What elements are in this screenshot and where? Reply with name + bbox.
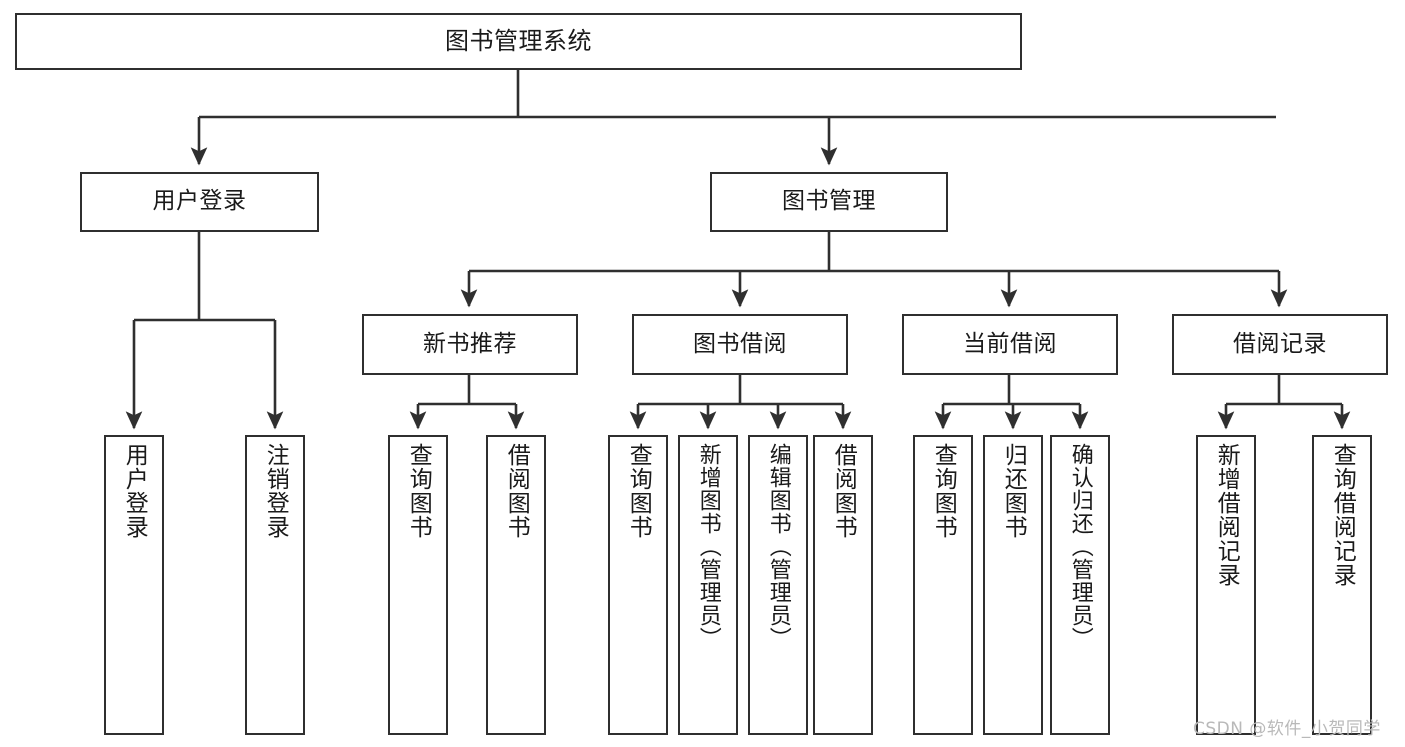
node-label: 新增借阅记录 (1213, 443, 1240, 587)
node-label: 用户登录 (152, 188, 247, 215)
node-label: 注销登录 (262, 443, 289, 539)
leaf-current-return-book[interactable]: 归还图书 (983, 435, 1043, 735)
node-book-management[interactable]: 图书管理 (710, 172, 948, 232)
node-current-borrowing[interactable]: 当前借阅 (902, 314, 1118, 375)
node-book-borrowing[interactable]: 图书借阅 (632, 314, 848, 375)
leaf-user-login-logout[interactable]: 注销登录 (245, 435, 305, 735)
node-label: 图书管理 (782, 188, 876, 215)
node-label: 查询借阅记录 (1329, 443, 1356, 587)
leaf-new-book-borrow[interactable]: 借阅图书 (486, 435, 546, 735)
leaf-borrow-edit-book-admin[interactable]: 编辑图书（管理员） (748, 435, 808, 735)
node-new-book-recommendation[interactable]: 新书推荐 (362, 314, 578, 375)
leaf-current-query-book[interactable]: 查询图书 (913, 435, 973, 735)
node-label: 归还图书 (1000, 443, 1027, 539)
csdn-watermark: CSDN @软件_小贺同学 (1193, 719, 1381, 739)
node-label: 图书借阅 (693, 330, 787, 357)
leaf-borrow-borrow-book[interactable]: 借阅图书 (813, 435, 873, 735)
node-label: 查询图书 (405, 443, 432, 539)
node-label: 新增图书（管理员） (695, 443, 721, 650)
leaf-current-confirm-return-admin[interactable]: 确认归还（管理员） (1050, 435, 1110, 735)
node-label: 借阅图书 (830, 443, 857, 539)
node-user-login[interactable]: 用户登录 (80, 172, 319, 232)
node-label: 借阅记录 (1233, 330, 1327, 357)
node-root-library-system[interactable]: 图书管理系统 (15, 13, 1022, 70)
node-label: 查询图书 (625, 443, 652, 539)
node-label: 查询图书 (930, 443, 957, 539)
leaf-user-login-login[interactable]: 用户登录 (104, 435, 164, 735)
node-label: 确认归还（管理员） (1067, 443, 1093, 650)
leaf-borrow-add-book-admin[interactable]: 新增图书（管理员） (678, 435, 738, 735)
node-label: 编辑图书（管理员） (765, 443, 791, 650)
leaf-records-add-record[interactable]: 新增借阅记录 (1196, 435, 1256, 735)
node-label: 图书管理系统 (445, 27, 592, 56)
node-label: 新书推荐 (423, 330, 517, 357)
leaf-new-book-query[interactable]: 查询图书 (388, 435, 448, 735)
node-label: 用户登录 (121, 443, 148, 539)
node-borrowing-records[interactable]: 借阅记录 (1172, 314, 1388, 375)
leaf-records-query-record[interactable]: 查询借阅记录 (1312, 435, 1372, 735)
node-label: 当前借阅 (963, 330, 1057, 357)
leaf-borrow-query-book[interactable]: 查询图书 (608, 435, 668, 735)
node-label: 借阅图书 (503, 443, 530, 539)
